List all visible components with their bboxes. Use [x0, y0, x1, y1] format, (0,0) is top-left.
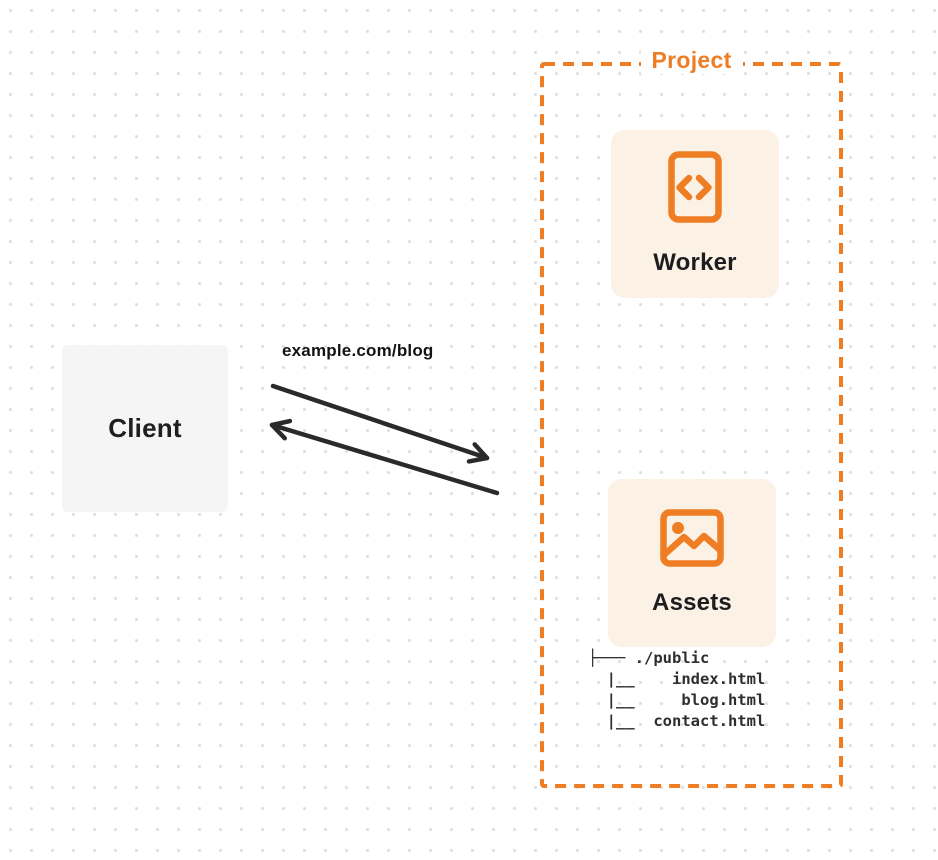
project-container: Project Worker Assets: [540, 47, 843, 788]
code-document-icon: [668, 151, 722, 223]
worker-node: Worker: [611, 130, 779, 298]
assets-label: Assets: [652, 589, 732, 616]
client-label: Client: [108, 413, 182, 443]
image-icon: [660, 509, 724, 567]
worker-label: Worker: [653, 249, 737, 276]
project-dashed-border: [540, 62, 843, 788]
project-label: Project: [640, 47, 743, 74]
request-url-label: example.com/blog: [282, 341, 434, 360]
assets-file-tree: ├─── ./public |__ index.html |__ blog.ht…: [588, 649, 766, 730]
assets-node: Assets: [608, 479, 776, 647]
client-node: Client: [62, 345, 228, 512]
request-response-arrows: [269, 383, 500, 496]
response-arrow: [269, 418, 500, 496]
request-arrow: [270, 383, 490, 464]
